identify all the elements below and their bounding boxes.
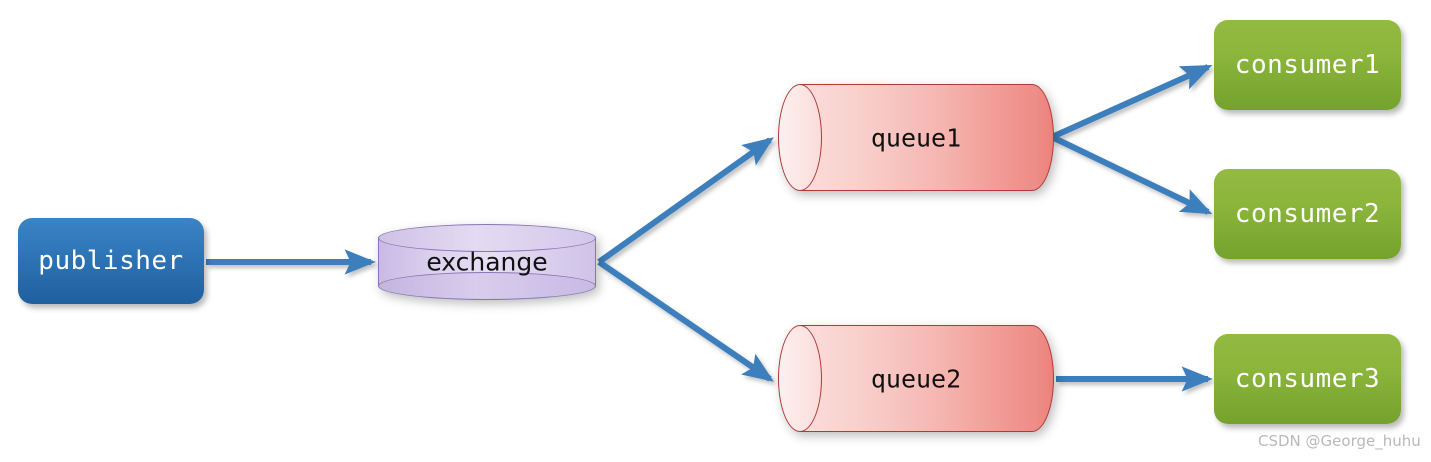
queue1-cylinder-body (800, 84, 1032, 191)
node-consumer1-label: consumer1 (1234, 50, 1381, 80)
node-consumer2-label: consumer2 (1234, 199, 1381, 229)
node-queue1[interactable]: queue1 (778, 84, 1054, 191)
node-queue2[interactable]: queue2 (778, 325, 1054, 432)
node-consumer1[interactable]: consumer1 (1214, 20, 1401, 110)
node-consumer2[interactable]: consumer2 (1214, 169, 1401, 259)
exchange-cylinder-bottom (378, 272, 596, 300)
edge-queue1-to-consumer1 (1050, 64, 1213, 140)
queue2-cylinder-body (800, 325, 1032, 432)
exchange-cylinder-top (378, 224, 596, 252)
queue2-cylinder-left-cap (778, 325, 822, 432)
queue1-cylinder-left-cap (778, 84, 822, 191)
node-publisher-label: publisher (38, 246, 184, 276)
node-publisher[interactable]: publisher (18, 218, 204, 304)
watermark-text: CSDN @George_huhu (1258, 432, 1421, 450)
node-consumer3-label: consumer3 (1234, 364, 1381, 394)
node-queue2-label: queue2 (870, 364, 962, 393)
node-queue1-label: queue1 (870, 123, 962, 152)
node-consumer3[interactable]: consumer3 (1214, 334, 1401, 424)
node-exchange[interactable]: exchange (378, 224, 596, 300)
node-exchange-label: exchange (426, 247, 548, 277)
edge-queue1-to-consumer2 (1050, 134, 1213, 215)
edge-exchange-to-queue1 (597, 137, 774, 265)
edge-exchange-to-queue2 (597, 259, 774, 382)
